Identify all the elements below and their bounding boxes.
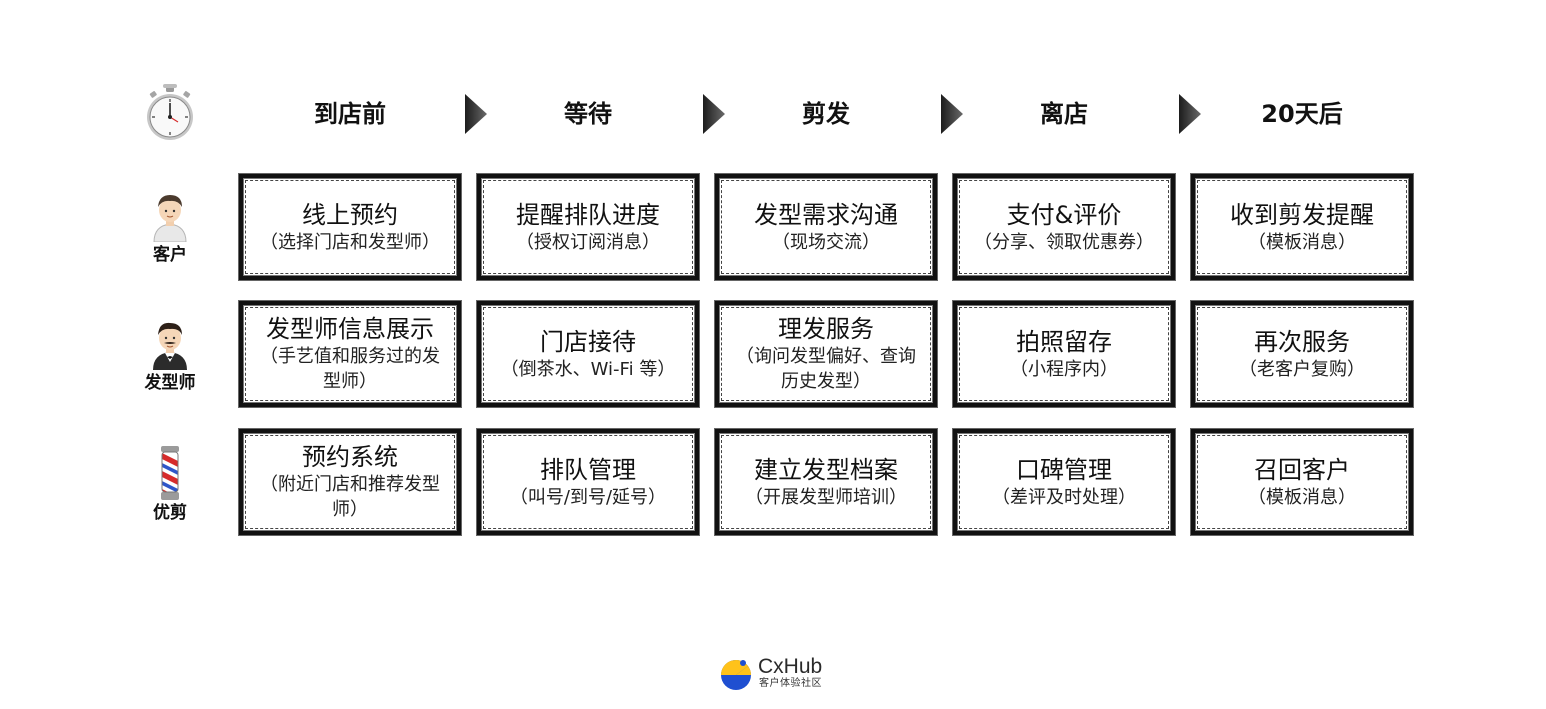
- cxhub-logo: CxHub 客户体验社区: [718, 655, 828, 693]
- cell-title: 预约系统: [302, 443, 398, 471]
- cell-title: 收到剪发提醒: [1230, 200, 1374, 229]
- journey-cell: 提醒排队进度 （授权订阅消息）: [477, 174, 699, 280]
- journey-cell: 预约系统 （附近门店和推荐发型师）: [239, 429, 461, 535]
- role-customer: 客户: [130, 188, 210, 266]
- role-barber: 发型师: [130, 316, 210, 394]
- role-label: 发型师: [144, 373, 196, 393]
- cxhub-logo-icon: [721, 660, 751, 690]
- cell-subtitle: （手艺值和服务过的发型师）: [260, 346, 440, 392]
- cell-subtitle: （询问发型偏好、查询历史发型）: [736, 346, 916, 392]
- stopwatch-icon: [147, 84, 193, 140]
- cell-subtitle: （附近门店和推荐发型师）: [260, 474, 440, 520]
- cell-subtitle: （模板消息）: [1248, 231, 1356, 253]
- stage-header: 剪发: [802, 100, 850, 128]
- cell-title: 排队管理: [540, 455, 636, 484]
- journey-cell: 线上预约 （选择门店和发型师）: [239, 174, 461, 280]
- cell-title: 再次服务: [1254, 327, 1350, 356]
- cell-title: 理发服务: [778, 315, 874, 343]
- cell-title: 召回客户: [1254, 455, 1350, 484]
- cell-title: 线上预约: [302, 200, 398, 229]
- cell-title: 口碑管理: [1016, 455, 1112, 484]
- role-youjian: 优剪: [130, 446, 210, 524]
- stage-header: 等待: [564, 100, 612, 128]
- stage-header: 到店前: [314, 100, 386, 128]
- cell-title: 门店接待: [540, 327, 636, 356]
- arrow-right-icon: [465, 94, 487, 134]
- role-label: 优剪: [153, 503, 187, 523]
- arrow-right-icon: [941, 94, 963, 134]
- cell-subtitle: （差评及时处理）: [992, 486, 1136, 508]
- journey-cell: 口碑管理 （差评及时处理）: [953, 429, 1175, 535]
- journey-cell: 再次服务 （老客户复购）: [1191, 301, 1413, 407]
- journey-cell: 理发服务 （询问发型偏好、查询历史发型）: [715, 301, 937, 407]
- cell-title: 发型需求沟通: [754, 200, 898, 229]
- cell-title: 建立发型档案: [754, 455, 898, 484]
- logo-brand: CxHub: [758, 655, 823, 678]
- customer-person-icon: [153, 195, 187, 242]
- cell-title: 提醒排队进度: [516, 200, 660, 229]
- journey-cell: 拍照留存 （小程序内）: [953, 301, 1175, 407]
- cell-subtitle: （现场交流）: [772, 231, 880, 253]
- journey-cell: 门店接待 （倒茶水、Wi-Fi 等）: [477, 301, 699, 407]
- arrow-right-icon: [703, 94, 725, 134]
- journey-cell: 排队管理 （叫号/到号/延号）: [477, 429, 699, 535]
- logo-tagline: 客户体验社区: [759, 678, 822, 689]
- cell-subtitle: （模板消息）: [1248, 486, 1356, 508]
- stage-header: 20天后: [1261, 100, 1343, 128]
- journey-cell: 发型师信息展示 （手艺值和服务过的发型师）: [239, 301, 461, 407]
- cell-subtitle: （老客户复购）: [1239, 358, 1365, 380]
- arrow-right-icon: [1179, 94, 1201, 134]
- cell-title: 拍照留存: [1016, 327, 1112, 356]
- barber-pole-icon: [161, 446, 179, 500]
- cell-subtitle: （分享、领取优惠券）: [974, 231, 1154, 253]
- barber-man-icon: [153, 322, 187, 370]
- journey-cell: 收到剪发提醒 （模板消息）: [1191, 174, 1413, 280]
- cell-subtitle: （倒茶水、Wi-Fi 等）: [500, 358, 676, 380]
- cell-subtitle: （开展发型师培训）: [745, 486, 907, 508]
- cell-subtitle: （小程序内）: [1010, 358, 1118, 380]
- stage-header: 离店: [1040, 100, 1088, 128]
- cell-subtitle: （选择门店和发型师）: [260, 231, 440, 253]
- role-label: 客户: [153, 245, 187, 265]
- journey-cell: 发型需求沟通 （现场交流）: [715, 174, 937, 280]
- cell-title: 发型师信息展示: [266, 315, 434, 343]
- journey-cell: 支付&评价 （分享、领取优惠券）: [953, 174, 1175, 280]
- journey-cell: 召回客户 （模板消息）: [1191, 429, 1413, 535]
- journey-cell: 建立发型档案 （开展发型师培训）: [715, 429, 937, 535]
- cell-subtitle: （叫号/到号/延号）: [509, 486, 667, 508]
- cell-title: 支付&评价: [1006, 200, 1122, 229]
- cell-subtitle: （授权订阅消息）: [516, 231, 660, 253]
